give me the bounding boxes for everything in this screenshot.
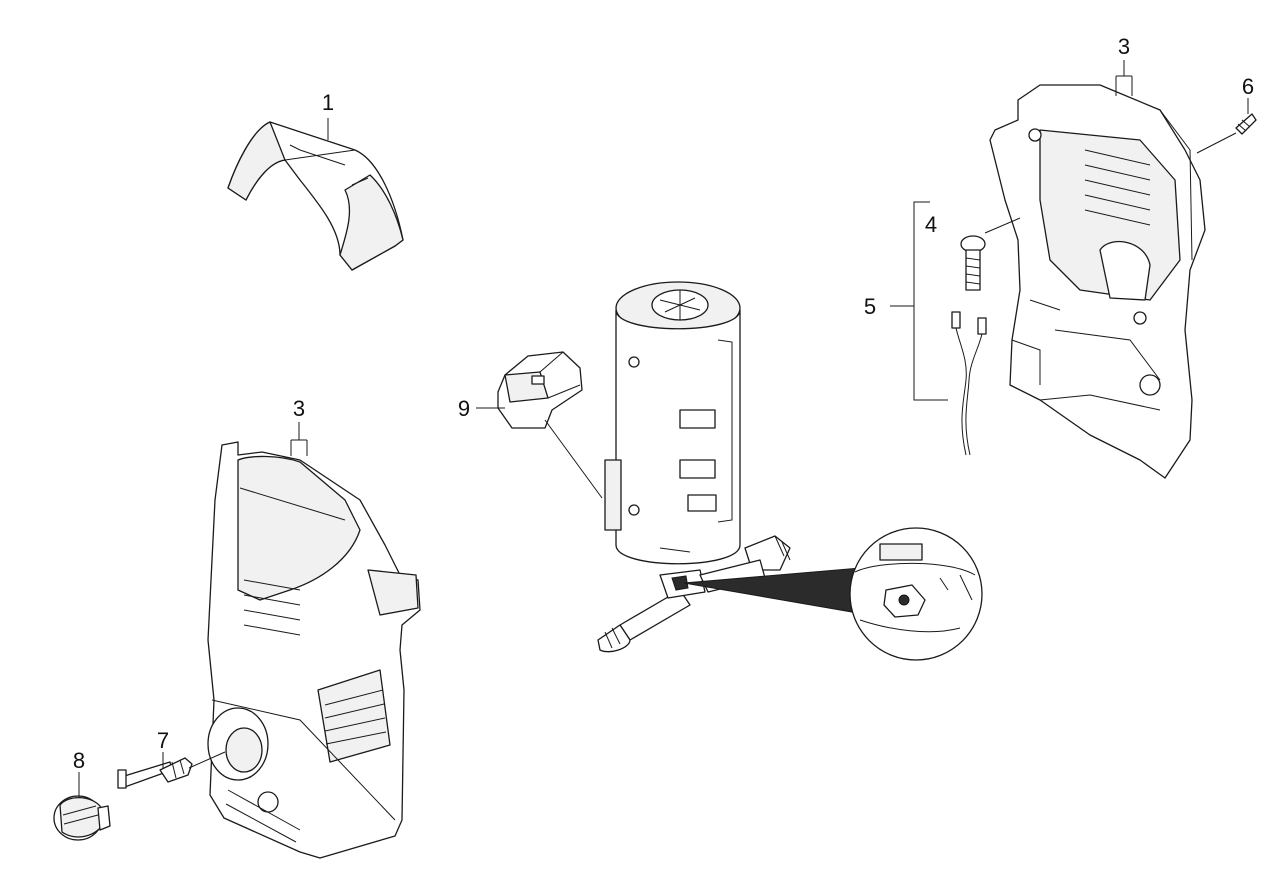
part-switch[interactable]: [497, 351, 603, 499]
zoom-detail: [683, 527, 983, 661]
part-handle[interactable]: [227, 121, 404, 271]
callout-8: 8: [73, 748, 85, 773]
part-motor-pump[interactable]: [597, 281, 791, 653]
part-clip[interactable]: [117, 751, 226, 789]
callout-labels: 1 3 3 4 5 6 7 8 9: [73, 34, 1254, 773]
part-front-housing[interactable]: [207, 441, 421, 859]
callout-7: 7: [157, 728, 169, 753]
callout-5: 5: [864, 294, 876, 319]
callout-4: 4: [925, 212, 937, 237]
callout-leaders: [78, 60, 1249, 798]
part-screw[interactable]: [1196, 113, 1257, 154]
callout-3-rear: 3: [1118, 34, 1130, 59]
part-knob[interactable]: [53, 795, 111, 841]
callout-9: 9: [458, 396, 470, 421]
callout-1: 1: [322, 90, 334, 115]
part-rear-housing[interactable]: [989, 84, 1206, 479]
callout-3-front: 3: [293, 396, 305, 421]
part-fitting[interactable]: [960, 217, 1021, 291]
part-cable[interactable]: [890, 201, 987, 456]
callout-6: 6: [1242, 74, 1254, 99]
